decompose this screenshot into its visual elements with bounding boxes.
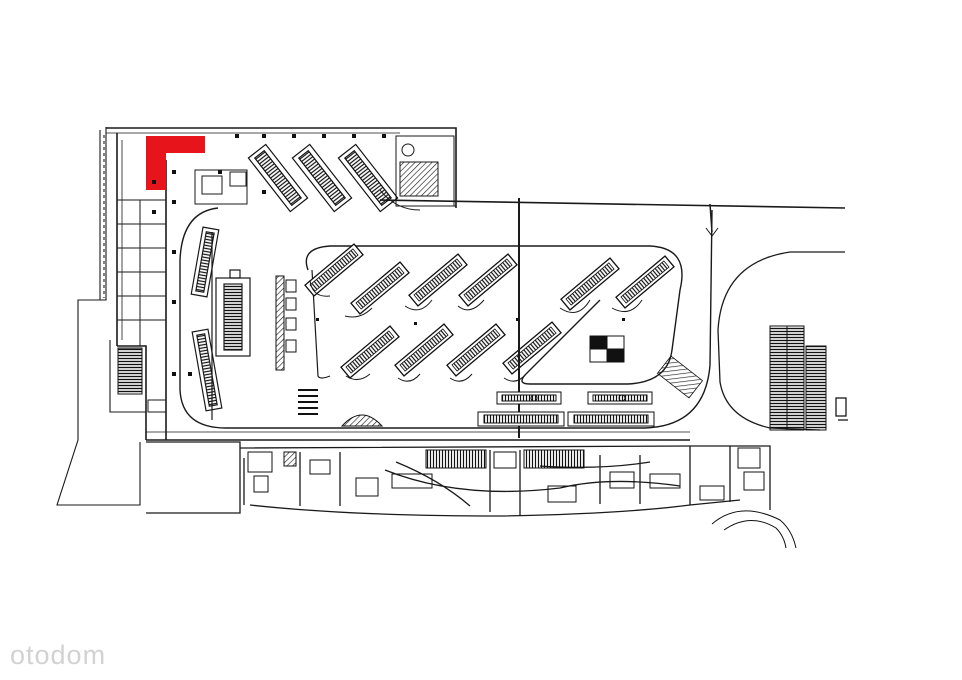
structural-columns [152,134,625,376]
island-stairs [656,355,704,399]
platform-west [190,226,251,420]
north-bus-bays [247,143,399,213]
east-ramp [717,251,848,431]
watermark-logo: otodom [10,640,107,670]
east-escalators [769,325,827,431]
island-lower-bays [340,321,562,379]
island-upper-bays [304,243,675,315]
crossing [298,389,318,415]
island-upper-loops [309,279,643,318]
island-west-edge [311,269,331,379]
southern-bays [477,391,655,427]
lower-concourse [146,441,771,517]
bus-lane-outline [179,207,713,429]
shop-units-west [117,199,167,413]
terminal-walls [106,127,846,441]
stair-core-north [379,135,456,211]
concourse-details [247,447,797,549]
central-shelters [275,275,297,371]
office-block [194,169,248,205]
island-lower-loops [345,373,527,382]
highlighted-unit[interactable] [146,136,205,190]
arc-plaza [340,414,384,427]
island-kiosk [589,335,625,363]
west-stairs [117,347,143,395]
west-boundary [56,127,146,506]
central-island [305,245,683,385]
